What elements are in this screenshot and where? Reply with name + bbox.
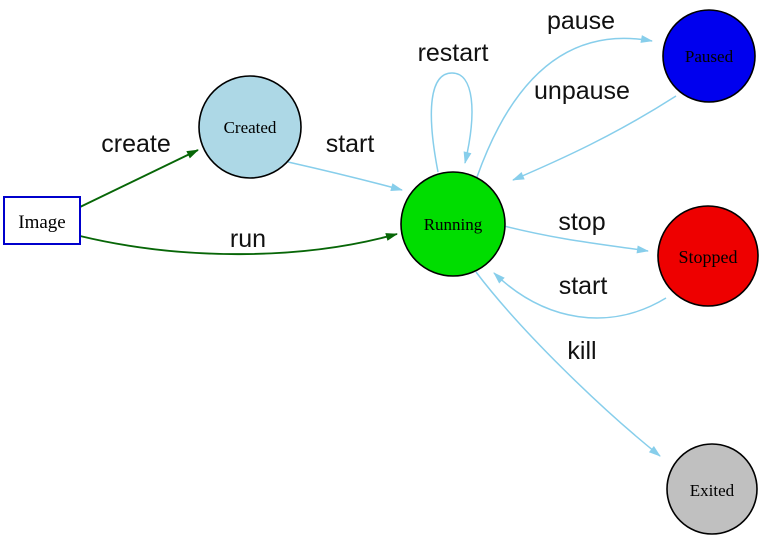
edge-unpause xyxy=(512,95,677,181)
paused-node-label: Paused xyxy=(685,47,734,66)
created-node-circle xyxy=(198,75,302,179)
edge-stop xyxy=(503,225,649,254)
edge-start-again xyxy=(493,272,667,319)
running-node-circle xyxy=(400,171,506,277)
stopped-node-label: Stopped xyxy=(678,247,737,267)
edge-label-start: start xyxy=(326,130,375,158)
running-node-label: Running xyxy=(424,215,483,234)
edge-label-create: create xyxy=(101,130,170,158)
node-stopped: Stopped xyxy=(657,205,759,307)
exited-node-label: Exited xyxy=(690,481,735,500)
edge-create xyxy=(79,149,199,208)
exited-node-circle xyxy=(666,443,758,535)
edge-label-kill: kill xyxy=(567,337,596,365)
edge-label-unpause: unpause xyxy=(534,77,630,105)
edge-start xyxy=(287,161,403,192)
node-exited: Exited xyxy=(666,443,758,535)
edge-kill xyxy=(475,271,661,457)
created-node-label: Created xyxy=(224,118,277,137)
edge-run xyxy=(79,233,398,256)
image-node-label: Image xyxy=(18,212,65,233)
node-created: Created xyxy=(198,75,302,179)
node-running: Running xyxy=(400,171,506,277)
edge-restart-loop xyxy=(430,72,473,173)
node-image: Image xyxy=(3,196,81,245)
edge-pause xyxy=(476,35,653,178)
edge-label-stop: stop xyxy=(558,208,605,236)
node-paused: Paused xyxy=(662,9,756,103)
stopped-node-circle xyxy=(657,205,759,307)
edge-label-restart: restart xyxy=(418,39,489,67)
edge-label-run: run xyxy=(230,225,266,253)
edge-label-pause: pause xyxy=(547,7,615,35)
edge-label-start-again: start xyxy=(559,272,608,300)
paused-node-circle xyxy=(662,9,756,103)
image-node-rect xyxy=(3,196,81,245)
